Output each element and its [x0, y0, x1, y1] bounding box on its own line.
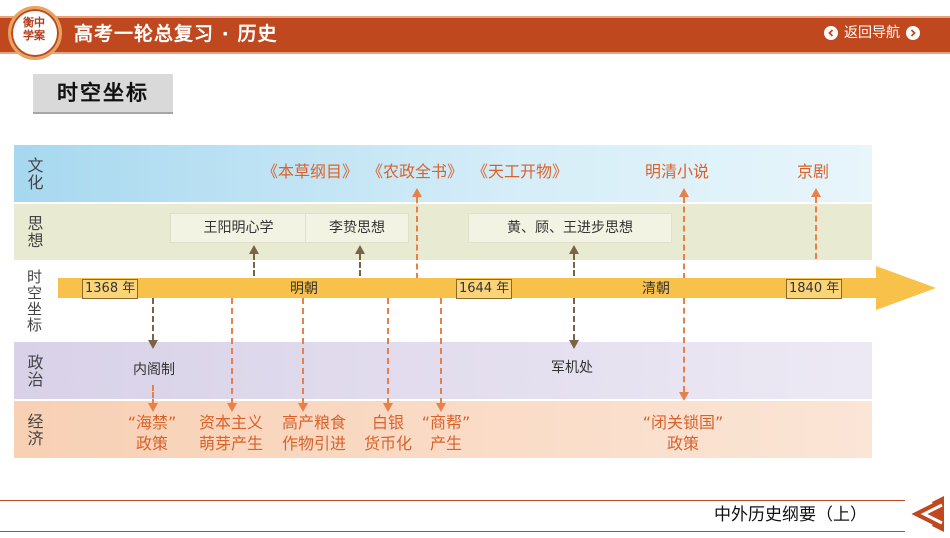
band-politics: [14, 342, 872, 399]
era-qing: 清朝: [642, 281, 670, 297]
culture-peking-opera: 京剧: [797, 162, 830, 181]
arrow-merchant-guild: [440, 298, 442, 404]
arrow-nongzheng: [416, 197, 418, 279]
section-title: 时空坐标: [33, 74, 173, 114]
arrowhead-up: [355, 245, 365, 254]
arrow-sea-ban: [152, 385, 154, 405]
arrowhead-up: [412, 188, 422, 197]
logo-text: 衡中学案: [23, 16, 45, 42]
thought-wangyangming: 王阳明心学: [170, 213, 307, 243]
culture-bencao: 《本草纲目》: [262, 162, 359, 181]
band-culture: [14, 145, 872, 202]
politics-grand-council: 军机处: [551, 360, 593, 376]
thought-progressive: 黄、顾、王进步思想: [468, 213, 672, 243]
economy-sea-ban: “海禁” 政策: [127, 413, 177, 453]
arrow-peking-opera: [815, 197, 817, 259]
arrowhead-up: [249, 245, 259, 254]
year-1840: 1840 年: [786, 279, 843, 299]
arrowhead-down: [298, 403, 308, 412]
back-nav-button[interactable]: 返回导航: [824, 22, 920, 44]
arrow-silver: [387, 298, 389, 404]
year-1368: 1368 年: [82, 279, 139, 299]
band-timeline: [14, 262, 872, 340]
logo: [8, 6, 62, 60]
arrow-crops: [302, 298, 304, 404]
arrowhead-down: [436, 403, 446, 412]
economy-merchant-guild: “商帮” 产生: [421, 413, 471, 453]
timeline-arrowhead: [876, 266, 936, 310]
economy-closed-door: “闭关锁国” 政策: [642, 413, 724, 453]
arrow-wangyangming: [253, 254, 255, 276]
arrowhead-down: [227, 403, 237, 412]
arrow-lizhi: [359, 254, 361, 276]
band-thought: [14, 204, 872, 260]
arrowhead-down: [569, 340, 579, 349]
arrowhead-down: [383, 403, 393, 412]
thought-lizhi: 李贽思想: [305, 213, 409, 243]
header-bar: [0, 16, 950, 54]
economy-crops: 高产粮食 作物引进: [281, 413, 346, 453]
footer-bar: [0, 500, 905, 532]
band-label-politics: 政治: [24, 353, 44, 388]
double-chevron-left-icon: [896, 494, 946, 538]
arrow-cabinet: [152, 298, 154, 340]
chevron-left-icon: [824, 26, 838, 40]
arrowhead-down: [148, 340, 158, 349]
culture-novels: 明清小说: [645, 162, 710, 181]
arrowhead-up: [679, 188, 689, 197]
economy-capitalism: 资本主义 萌芽产生: [198, 413, 263, 453]
arrow-closed-door: [683, 298, 685, 392]
band-label-economy: 经济: [24, 412, 44, 447]
year-1644: 1644 年: [456, 279, 513, 299]
arrow-grand-council: [573, 298, 575, 340]
era-ming: 明朝: [290, 281, 318, 297]
arrowhead-up: [811, 188, 821, 197]
politics-cabinet: 内阁制: [133, 362, 175, 378]
economy-silver: 白银 货币化: [363, 413, 412, 453]
band-label-culture: 文化: [24, 156, 44, 191]
band-label-thought: 思想: [24, 215, 44, 249]
culture-tiangong: 《天工开物》: [472, 162, 569, 181]
arrow-capitalism: [231, 298, 233, 404]
header-title: 高考一轮总复习 · 历史: [74, 23, 278, 45]
arrowhead-down: [679, 392, 689, 401]
footer-book-title: 中外历史纲要（上）: [714, 505, 867, 525]
culture-nongzheng: 《农政全书》: [367, 162, 464, 181]
band-label-timeline: 时空坐标: [25, 269, 43, 333]
back-nav-label: 返回导航: [844, 25, 900, 41]
arrowhead-up: [569, 245, 579, 254]
arrow-novels: [683, 197, 685, 279]
arrow-progressive-thought: [573, 254, 575, 276]
arrowhead-down: [148, 403, 158, 412]
chevron-right-icon: [906, 26, 920, 40]
